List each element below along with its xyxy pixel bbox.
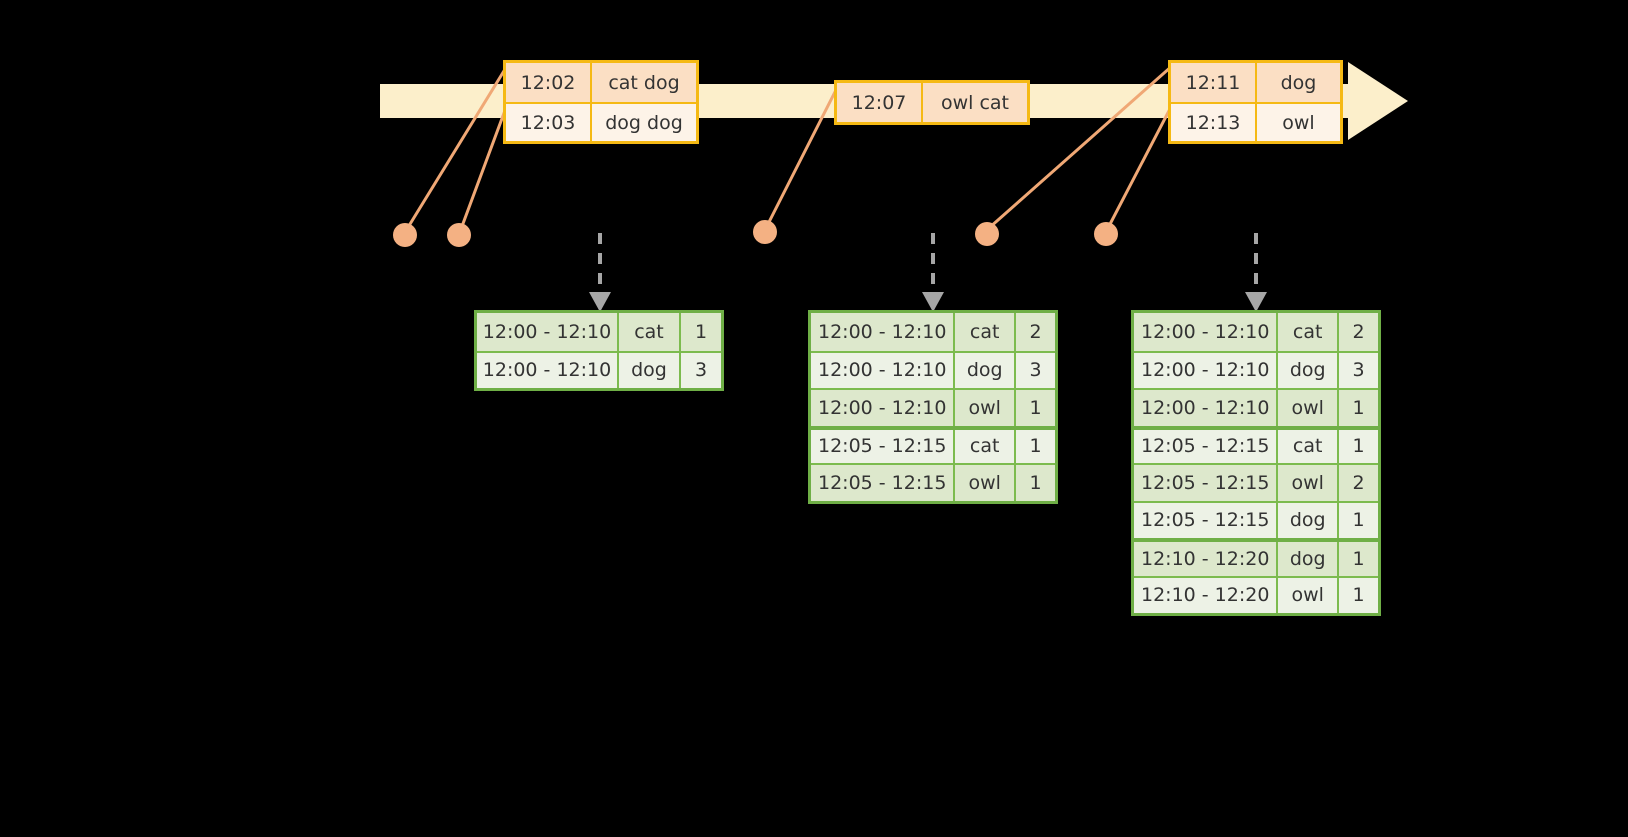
cell-window: 12:00 - 12:10 xyxy=(1134,390,1279,426)
cell-key: cat xyxy=(955,313,1016,351)
cell-count: 3 xyxy=(1352,359,1365,382)
event-payload: cat dog xyxy=(608,71,680,94)
cell-count: 2 xyxy=(1352,320,1365,343)
cell-count: 1 xyxy=(1352,547,1365,570)
table-row: 12:00 - 12:10 owl 1 xyxy=(811,388,1055,426)
cell-window: 12:05 - 12:15 xyxy=(811,429,956,463)
table-row: 12:00 - 12:10 dog 3 xyxy=(1134,350,1378,388)
cell-window: 12:00 - 12:10 xyxy=(477,313,619,351)
cell-window: 12:00 - 12:10 xyxy=(811,313,956,351)
event-row: 12:03 dog dog xyxy=(506,102,696,141)
connector-lines xyxy=(405,64,1174,231)
cell-key: owl xyxy=(1278,390,1339,426)
emit-arrow-head-1 xyxy=(589,292,611,312)
cell-count: 1 xyxy=(694,320,708,343)
cell-count: 1 xyxy=(1352,435,1365,458)
cell-count: 1 xyxy=(1352,396,1365,419)
table-row: 12:00 - 12:10 owl 1 xyxy=(1134,388,1378,426)
cell-key: dog xyxy=(1278,502,1339,538)
cell-window: 12:00 - 12:10 xyxy=(811,352,956,388)
event-time: 12:02 xyxy=(506,63,592,102)
cell-key: dog xyxy=(1278,352,1339,388)
cell-key: cat xyxy=(1278,429,1339,463)
cell-count: 1 xyxy=(1352,509,1365,532)
cell-window: 12:00 - 12:10 xyxy=(1134,313,1279,351)
connector-line-4 xyxy=(987,64,1174,230)
cell-key: owl xyxy=(955,390,1016,426)
result-table-1[interactable]: 12:00 - 12:10 cat 1 12:00 - 12:10 dog 3 xyxy=(474,310,724,391)
connector-dot-2 xyxy=(447,223,471,247)
result-table-2[interactable]: 12:00 - 12:10 cat 2 12:00 - 12:10 dog 3 … xyxy=(808,310,1058,504)
cell-key: dog xyxy=(955,352,1016,388)
event-payload: dog xyxy=(1280,71,1317,94)
table-row: 12:00 - 12:10 dog 3 xyxy=(477,350,721,388)
cell-count: 1 xyxy=(1029,396,1042,419)
cell-count: 3 xyxy=(1029,359,1042,382)
event-payload: owl xyxy=(1282,111,1315,134)
cell-count: 3 xyxy=(694,359,708,382)
connector-dot-1 xyxy=(393,223,417,247)
event-row: 12:02 cat dog xyxy=(506,63,696,102)
event-row: 12:13 owl xyxy=(1171,102,1340,141)
emit-arrow-head-3 xyxy=(1245,292,1267,312)
event-row: 12:11 dog xyxy=(1171,63,1340,102)
event-payload: owl cat xyxy=(940,91,1010,114)
table-row: 12:05 - 12:15 dog 1 xyxy=(1134,500,1378,538)
table-row: 12:10 - 12:20 dog 1 xyxy=(1134,538,1378,576)
event-time: 12:07 xyxy=(837,83,923,122)
table-row: 12:05 - 12:15 cat 1 xyxy=(811,425,1055,463)
cell-count: 1 xyxy=(1029,435,1042,458)
connector-line-3 xyxy=(765,84,840,228)
table-row: 12:05 - 12:15 owl 1 xyxy=(811,463,1055,501)
connector-dot-3 xyxy=(753,220,777,244)
cell-count: 1 xyxy=(1352,584,1365,607)
event-time: 12:03 xyxy=(506,104,592,141)
cell-count: 2 xyxy=(1029,320,1042,343)
connector-dots xyxy=(393,220,1118,247)
event-box-2[interactable]: 12:07 owl cat xyxy=(834,80,1030,125)
cell-key: owl xyxy=(955,465,1016,501)
connector-line-5 xyxy=(1106,103,1174,230)
table-row: 12:00 - 12:10 cat 2 xyxy=(811,313,1055,351)
cell-window: 12:05 - 12:15 xyxy=(811,465,956,501)
cell-key: owl xyxy=(1278,465,1339,501)
table-row: 12:00 - 12:10 cat 1 xyxy=(477,313,721,351)
event-box-3[interactable]: 12:11 dog 12:13 owl xyxy=(1168,60,1343,144)
emit-arrows xyxy=(589,233,1267,312)
cell-count: 1 xyxy=(1029,471,1042,494)
connector-line-1 xyxy=(405,64,509,231)
table-row: 12:05 - 12:15 owl 2 xyxy=(1134,463,1378,501)
cell-window: 12:00 - 12:10 xyxy=(811,390,956,426)
event-time: 12:13 xyxy=(1171,104,1257,141)
cell-key: cat xyxy=(619,313,681,351)
event-payload: dog dog xyxy=(605,111,683,134)
cell-key: owl xyxy=(1278,577,1339,613)
cell-window: 12:05 - 12:15 xyxy=(1134,429,1279,463)
cell-window: 12:05 - 12:15 xyxy=(1134,465,1279,501)
result-table-3[interactable]: 12:00 - 12:10 cat 2 12:00 - 12:10 dog 3 … xyxy=(1131,310,1381,616)
cell-window: 12:10 - 12:20 xyxy=(1134,542,1279,576)
connector-dot-5 xyxy=(1094,222,1118,246)
cell-key: cat xyxy=(1278,313,1339,351)
cell-window: 12:00 - 12:10 xyxy=(477,352,619,388)
cell-key: dog xyxy=(1278,542,1339,576)
emit-arrow-head-2 xyxy=(922,292,944,312)
cell-key: dog xyxy=(619,352,681,388)
connector-line-2 xyxy=(459,103,509,231)
event-row: 12:07 owl cat xyxy=(837,83,1027,122)
table-row: 12:05 - 12:15 cat 1 xyxy=(1134,425,1378,463)
cell-window: 12:05 - 12:15 xyxy=(1134,502,1279,538)
connector-dot-4 xyxy=(975,222,999,246)
cell-window: 12:10 - 12:20 xyxy=(1134,577,1279,613)
cell-window: 12:00 - 12:10 xyxy=(1134,352,1279,388)
table-row: 12:00 - 12:10 dog 3 xyxy=(811,350,1055,388)
cell-key: cat xyxy=(955,429,1016,463)
table-row: 12:10 - 12:20 owl 1 xyxy=(1134,575,1378,613)
table-row: 12:00 - 12:10 cat 2 xyxy=(1134,313,1378,351)
event-box-1[interactable]: 12:02 cat dog 12:03 dog dog xyxy=(503,60,699,144)
event-time: 12:11 xyxy=(1171,63,1257,102)
cell-count: 2 xyxy=(1352,471,1365,494)
